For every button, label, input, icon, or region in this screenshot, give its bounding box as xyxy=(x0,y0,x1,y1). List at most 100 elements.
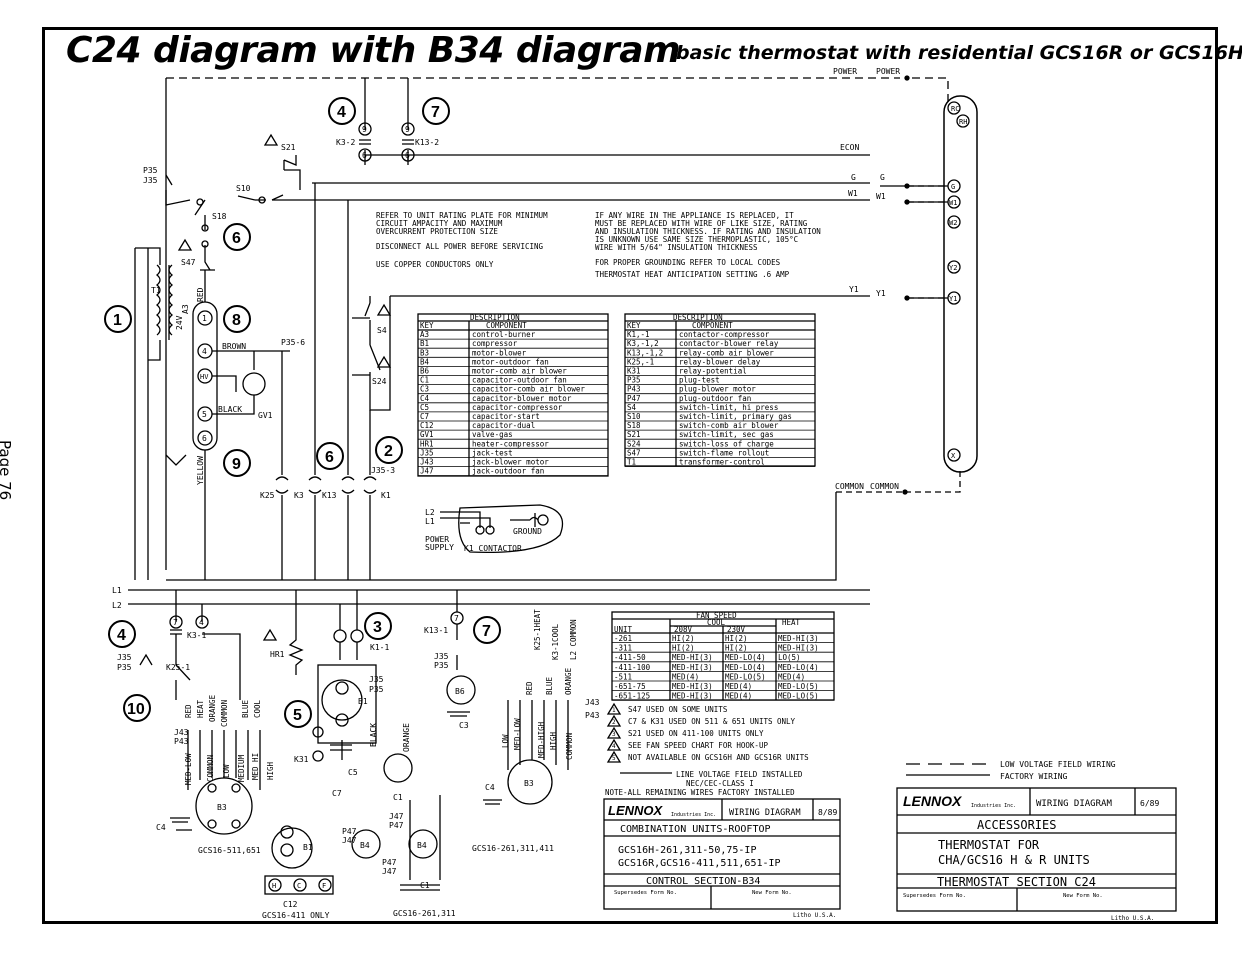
c5-label: C5 xyxy=(348,768,358,777)
legend-component-cell: switch-limit, sec gas xyxy=(679,430,774,439)
common-label-2: COMMON xyxy=(870,482,899,491)
callout-9: 9 xyxy=(232,456,241,473)
terminal-rh-label: RH xyxy=(959,118,967,126)
s10-label: S10 xyxy=(236,184,251,193)
legend-component-cell: jack-test xyxy=(472,448,513,457)
note-right-4: WIRE WITH 5/64" INSULATION THICKNESS xyxy=(595,243,758,252)
warning-triangle-icon xyxy=(606,702,622,715)
s24-label: S24 xyxy=(372,377,387,386)
pin-6-a: 6 xyxy=(362,151,367,160)
b34-wiring-diagram: WIRING DIAGRAM xyxy=(729,808,801,818)
k3-coil-label: K3 xyxy=(294,491,304,500)
legend-component-cell: motor-comb air blower xyxy=(472,367,567,376)
low-label-right: LOW xyxy=(501,734,510,748)
fan-speed-cell: MED-LO(5) xyxy=(778,682,819,691)
note-number: 1 xyxy=(612,707,616,714)
j47-label-a: J47 xyxy=(342,836,357,845)
note-left-1: CIRCUIT AMPACITY AND MAXIMUM xyxy=(376,219,503,228)
terminal-w1-label: W1 xyxy=(949,199,957,207)
legend-component-cell: switch-comb air blower xyxy=(679,421,779,430)
legend-key-cell: S18 xyxy=(627,421,641,430)
legend-component-cell: plug-outdoor fan xyxy=(679,394,751,403)
callout-7-bottom: 7 xyxy=(482,623,491,640)
legend-component-cell: switch-flame rollout xyxy=(679,448,769,457)
power-supply-label-2: SUPPLY xyxy=(425,543,454,552)
a3-pin-hv: HV xyxy=(200,373,209,381)
b6-label: B6 xyxy=(455,687,465,696)
fan-speed-cell: LO(5) xyxy=(778,653,801,662)
fan-speed-cell: -511 xyxy=(614,672,632,681)
legend-key-cell: B4 xyxy=(420,357,430,366)
p47-label-a: P47 xyxy=(342,827,357,836)
legend-key-cell: S4 xyxy=(627,403,637,412)
s21-label: S21 xyxy=(281,143,296,152)
b34-control-section: CONTROL SECTION-B34 xyxy=(646,876,760,887)
legend-component-cell: switch-limit, hi press xyxy=(679,403,778,412)
fan-speed-cell: MED-HI(3) xyxy=(778,634,819,643)
fan-speed-cell: MED-HI(3) xyxy=(672,653,713,662)
legend-key-cell: B6 xyxy=(420,367,430,376)
note-left-0: REFER TO UNIT RATING PLATE FOR MINIMUM xyxy=(376,211,548,220)
orange-wire-label-b34: ORANGE xyxy=(402,723,411,752)
fan-speed-cool: COOL xyxy=(707,618,726,627)
fan-speed-cell: -651-125 xyxy=(614,692,650,701)
fan-speed-cell: MED-LO(5) xyxy=(725,672,766,681)
b34-models-2: GCS16R,GCS16-411,511,651-IP xyxy=(618,858,781,869)
fan-speed-cell: -411-100 xyxy=(614,663,651,672)
b34-brand: LENNOX xyxy=(608,803,664,818)
note-number: 5 xyxy=(612,755,616,762)
variant-411-only: GCS16-411 ONLY xyxy=(262,911,330,920)
line-voltage-note-1: LINE VOLTAGE FIELD INSTALLED xyxy=(676,770,803,779)
legend-key-cell: K3,-1,2 xyxy=(627,339,659,348)
power-label-2: POWER xyxy=(876,67,900,76)
econ-label: ECON xyxy=(840,143,859,152)
l2-rail-label: L2 xyxy=(112,601,122,610)
a3-pin-5: 5 xyxy=(202,410,207,419)
note-right-1: MUST BE REPLACED WITH WIRE OF LIKE SIZE,… xyxy=(595,219,808,228)
heat-label-left: HEAT xyxy=(196,699,205,718)
callout-4-bottom: 4 xyxy=(117,627,126,644)
warning-triangle-icon xyxy=(606,750,622,763)
k3-1-cool-label: K3-1COOL xyxy=(551,623,560,660)
terminal-g-label: G xyxy=(951,183,955,191)
fan-speed-cell: -311 xyxy=(614,644,632,653)
c24-wiring-diagram: WIRING DIAGRAM xyxy=(1036,799,1112,809)
legend-key-cell: K31 xyxy=(627,367,641,376)
fan-speed-title: FAN SPEED xyxy=(696,611,737,620)
red-label-left: RED xyxy=(184,704,193,718)
legend2-header-component: COMPONENT xyxy=(692,321,733,330)
high-label-right: HIGH xyxy=(549,731,558,750)
legend-key-cell: P43 xyxy=(627,385,641,394)
note-left-2: OVERCURRENT PROTECTION SIZE xyxy=(376,227,498,236)
callout-10: 10 xyxy=(127,701,145,718)
note-right-6: THERMOSTAT HEAT ANTICIPATION SETTING .6 … xyxy=(595,270,790,279)
common-label-right: COMMON xyxy=(565,733,574,760)
fan-speed-cell: MED(4) xyxy=(725,692,752,701)
legend-key-cell: GV1 xyxy=(420,430,434,439)
k3-2-label: K3-2 xyxy=(336,138,355,147)
variant-261-311-411: GCS16-261,311,411 xyxy=(472,844,554,853)
common-label-left: COMMON xyxy=(220,700,229,727)
c24-title-block: LENNOX Industries Inc. WIRING DIAGRAM 6/… xyxy=(896,787,1177,922)
s4-label: S4 xyxy=(377,326,387,335)
legend-component-cell: contactor-blower relay xyxy=(679,339,779,348)
legend-key-cell: C12 xyxy=(420,421,434,430)
legend-key-cell: P47 xyxy=(627,394,641,403)
legend-component-cell: plug-blower motor xyxy=(679,385,756,394)
note-right-2: AND INSULATION THICKNESS. IF RATING AND … xyxy=(595,227,821,236)
b34-supersedes: Supersedes Form No. xyxy=(614,890,677,896)
legend-key-cell: C1 xyxy=(420,376,429,385)
p43-label-left: P43 xyxy=(174,737,189,746)
j43-label-left: J43 xyxy=(174,728,189,737)
blue-label-left: BLUE xyxy=(241,699,250,718)
legend-key-cell: S24 xyxy=(627,439,641,448)
legend-component-cell: capacitor-blower motor xyxy=(472,394,572,403)
p47-label-b: P47 xyxy=(389,821,404,830)
g-label-2: G xyxy=(880,173,885,182)
j35-label-b6: J35 xyxy=(434,652,449,661)
warning-triangle-icon xyxy=(606,726,622,739)
pin-9-a: 9 xyxy=(362,125,367,134)
b34-section: COMBINATION UNITS-ROOFTOP xyxy=(620,824,771,835)
legend-component-cell: capacitor-outdoor fan xyxy=(472,376,567,385)
